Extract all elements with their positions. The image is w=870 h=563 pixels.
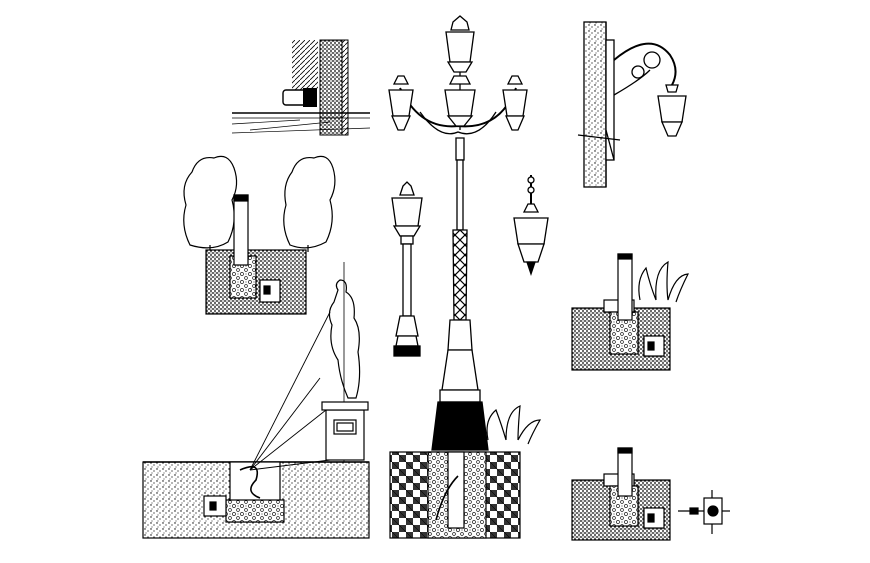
single-head-lamp-post: [391, 181, 423, 357]
statue-on-pedestal: [321, 262, 369, 465]
small-bollard-section: [571, 447, 671, 541]
wall-mounted-uplight: [231, 39, 371, 136]
lamp-post-foundation: [389, 405, 542, 539]
fixture-plan-detail: [678, 490, 730, 534]
wall-bracket-lantern: [577, 21, 687, 188]
in-ground-spotlight-pit: [142, 311, 370, 539]
bollard-light-with-shrub: [571, 253, 690, 371]
hanging-pendant-lantern: [513, 175, 549, 277]
bollard-light-with-trees: [183, 155, 336, 315]
candelabra-lamp-post: [388, 15, 528, 451]
